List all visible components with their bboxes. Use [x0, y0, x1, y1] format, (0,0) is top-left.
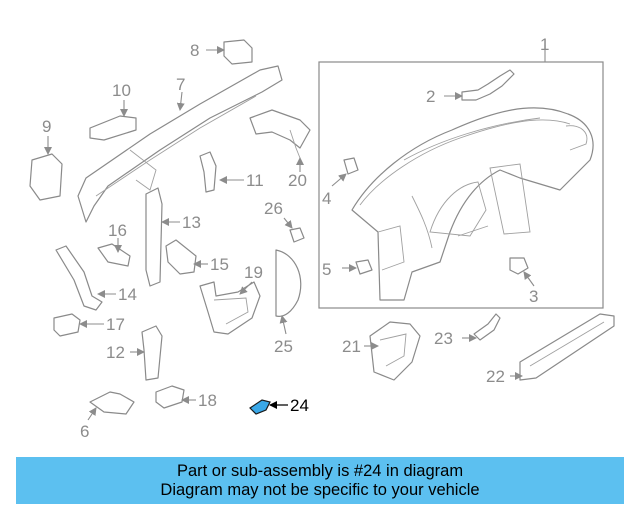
- banner-line-2: Diagram may not be specific to your vehi…: [160, 480, 480, 499]
- callout-12: 12: [106, 343, 125, 362]
- callout-11: 11: [246, 171, 264, 190]
- callout-4: 4: [322, 189, 331, 208]
- callout-22: 22: [486, 367, 505, 386]
- part-24: [249, 399, 288, 415]
- instrument-panel-assembly: [318, 45, 604, 309]
- callout-24: 24: [290, 396, 309, 415]
- part-14: [55, 245, 116, 311]
- part-16: [97, 238, 131, 267]
- part-15: [165, 239, 208, 275]
- callout-25: 25: [274, 337, 293, 356]
- callout-23: 23: [434, 329, 453, 348]
- callout-20: 20: [288, 171, 307, 190]
- callout-8: 8: [190, 41, 199, 60]
- part-10: [89, 100, 137, 141]
- part-26: [283, 217, 305, 243]
- callout-18: 18: [198, 391, 217, 410]
- callout-10: 10: [112, 81, 131, 100]
- callout-15: 15: [210, 255, 229, 274]
- callout-14: 14: [118, 285, 137, 304]
- part-11: [199, 151, 244, 193]
- info-banner: Part or sub-assembly is #24 in diagram D…: [16, 457, 624, 504]
- callout-6: 6: [80, 422, 89, 441]
- part-5: [342, 259, 373, 275]
- callout-7: 7: [176, 75, 185, 94]
- callout-26: 26: [264, 199, 283, 218]
- callout-labels: 1 2 3 4 5 6 7 8 9 10 11 12 13 14 15 16 1…: [42, 35, 549, 441]
- part-17: [53, 313, 104, 337]
- part-13: [145, 187, 180, 287]
- callout-17: 17: [106, 315, 125, 334]
- callout-1: 1: [540, 35, 549, 54]
- callout-21: 21: [342, 337, 361, 356]
- callout-9: 9: [42, 117, 51, 136]
- callout-2: 2: [426, 87, 435, 106]
- part-21: [364, 321, 421, 381]
- part-2: [444, 69, 515, 101]
- banner-line-1: Part or sub-assembly is #24 in diagram: [176, 461, 464, 480]
- part-4: [331, 157, 359, 187]
- parts-diagram: 1 2 3 4 5 6 7 8 9 10 11 12 13 14 15 16 1…: [29, 35, 615, 441]
- part-9: [29, 136, 63, 201]
- part-18: [155, 385, 196, 409]
- callout-3: 3: [529, 287, 538, 306]
- part-19: [199, 281, 261, 335]
- part-7: [77, 65, 283, 223]
- part-3: [509, 257, 535, 287]
- callout-5: 5: [322, 260, 331, 279]
- part-12: [130, 325, 163, 381]
- part-20: [249, 109, 311, 172]
- part-8: [206, 39, 253, 65]
- part-23: [462, 313, 501, 342]
- callout-16: 16: [108, 221, 127, 240]
- part-6: [87, 391, 135, 421]
- part-25: [275, 249, 302, 335]
- part-22: [510, 313, 615, 381]
- callout-13: 13: [182, 213, 201, 232]
- callout-19: 19: [244, 263, 263, 282]
